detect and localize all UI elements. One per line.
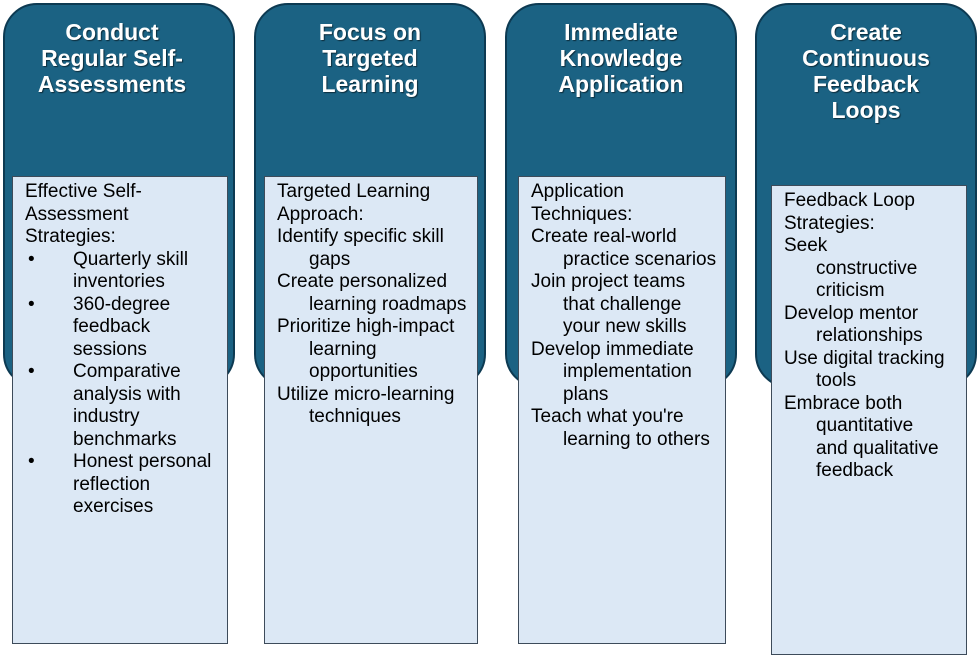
column-2-list: Identify specific skill gaps Create pers…	[277, 226, 471, 429]
list-item: Create personalized learning roadmaps	[277, 271, 467, 315]
column-3-box: Application Techniques: Create real-worl…	[518, 176, 726, 644]
list-item: Utilize micro-learning techniques	[277, 383, 455, 428]
list-item: Create real-world practice scenarios	[531, 226, 717, 270]
column-3-list: Create real-world practice scenarios Joi…	[531, 226, 719, 451]
list-item: Comparative analysis with industry bench…	[28, 361, 221, 451]
column-1-box: Effective Self-Assessment Strategies: Qu…	[12, 176, 228, 644]
list-item: 360-degree feedback sessions	[28, 294, 221, 362]
column-4-list: Seek constructive criticism Develop ment…	[784, 235, 960, 483]
column-1-heading: Effective Self-Assessment Strategies:	[25, 181, 142, 247]
list-item: Identify specific skill gaps	[277, 226, 444, 270]
list-item: Teach what you're learning to others	[531, 406, 710, 450]
column-2-title: Focus on Targeted Learning	[318, 19, 422, 97]
list-item: Embrace both quantitative and qualitativ…	[784, 392, 939, 482]
column-1-title: Conduct Regular Self-Assessments	[37, 19, 187, 97]
column-3-title: Immediate Knowledge Application	[558, 19, 684, 97]
column-4-heading: Feedback Loop Strategies:	[784, 190, 915, 234]
list-item: Quarterly skill inventories	[28, 249, 221, 294]
list-item: Develop immediate implementation plans	[531, 338, 694, 405]
list-item: Honest personal reflection exercises	[28, 451, 221, 519]
column-4-title: Create Continuous Feedback Loops	[802, 19, 930, 123]
list-item: Join project teams that challenge your n…	[531, 271, 687, 337]
column-3-heading: Application Techniques:	[531, 181, 633, 225]
list-item: Use digital tracking tools	[784, 347, 945, 392]
column-4-box: Feedback Loop Strategies: Seek construct…	[771, 185, 967, 655]
column-2-box: Targeted Learning Approach: Identify spe…	[264, 176, 478, 644]
list-item: Prioritize high-impact learning opportun…	[277, 316, 455, 382]
list-item: Seek constructive criticism	[784, 235, 918, 301]
column-2-heading: Targeted Learning Approach:	[277, 181, 431, 225]
column-1-list: Quarterly skill inventories 360-degree f…	[25, 249, 221, 519]
list-item: Develop mentor relationships	[784, 302, 923, 347]
